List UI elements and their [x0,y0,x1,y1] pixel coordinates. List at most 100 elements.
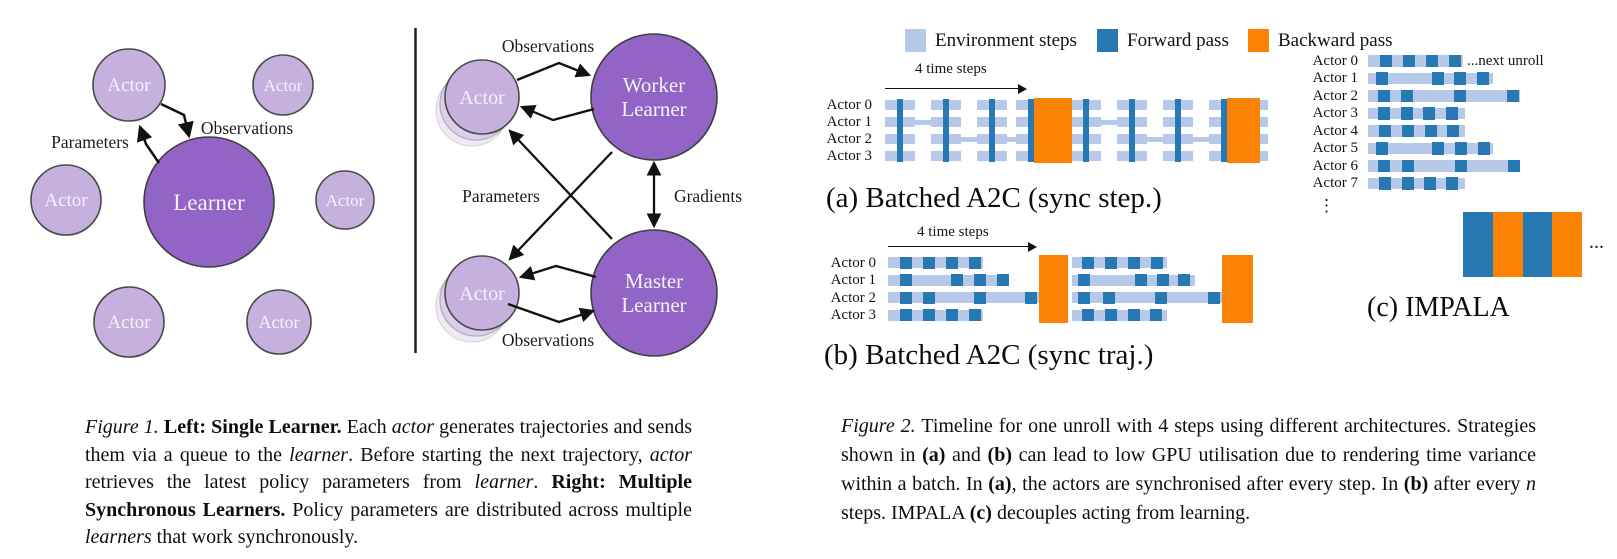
actor-row-label: Actor 2 [1312,87,1358,104]
forward-pass-block [1454,72,1466,85]
next-unroll-label: ...next unroll [1467,53,1544,69]
backward-pass-block [1222,255,1253,323]
env-step-block [1368,107,1465,119]
forward-pass-block [1447,124,1459,137]
forward-pass-block [1477,72,1489,85]
sync-forward-bar [1175,99,1181,162]
actor-row-label: Actor 3 [826,148,872,164]
observations-arrow [516,61,592,82]
forward-pass-block [1402,124,1414,137]
panel-c-caption: (c) IMPALA [1367,292,1510,323]
master-learner-label: Learner [621,293,686,317]
legend-label: Backward pass [1278,30,1393,51]
env-step-block [1368,90,1520,102]
forward-pass-block [1155,291,1167,304]
forward-pass-block [1401,107,1413,120]
caption-segment: Right: Multiple Synchronous Learners. [85,471,692,521]
env-step-block [1260,100,1268,110]
forward-pass-block [1432,142,1444,155]
caption-segment: retrieves the latest policy parameters f… [85,471,475,494]
env-step-block [1368,142,1493,154]
actor-row-label: Actor 1 [830,272,876,288]
forward-pass-block [1507,89,1519,102]
actor-row-label: Actor 4 [1312,122,1358,139]
actor-node-label: Actor [264,76,303,95]
forward-pass-block [1426,54,1438,67]
env-step-block [888,309,983,321]
actor-node-label: Actor [459,87,505,109]
forward-pass-block [900,256,912,269]
forward-pass-block [1157,274,1169,286]
forward-pass-block [1378,89,1390,102]
env-step-block [888,274,1009,286]
caption-segment: learner [289,443,349,466]
legend-swatch-backward [1248,29,1269,52]
forward-pass-block [1105,256,1117,269]
actor-row-label: Actor 3 [1312,105,1358,122]
actor-row-label: Actor 2 [826,131,872,147]
forward-pass-block [1432,72,1444,85]
sync-forward-bar [1221,99,1227,162]
caption-segment: and [945,444,988,466]
env-step-block [1368,177,1465,189]
env-step-block [1072,274,1195,286]
caption-segment: can lead to low GPU utilisation due to r… [841,444,1536,495]
caption-segment: generates trajectories and sends them vi… [85,416,692,466]
time-steps-arrow-head [1018,83,1027,94]
forward-pass-block [1379,124,1391,137]
forward-pass-block [900,291,912,304]
parameters-label: Parameters [462,186,540,206]
forward-pass-block [969,256,981,269]
sync-forward-bar [943,99,949,162]
worker-learner-node [590,33,718,161]
caption-segment: (a) [922,444,946,466]
forward-pass-block [1103,291,1115,304]
figure1-diagram: Actor Actor Actor Actor Actor Actor Lear… [30,28,742,358]
learner-strip-ellipsis: ... [1589,230,1604,253]
env-step-block [1260,151,1268,161]
forward-pass-block [1151,256,1163,269]
actor-row-label: Actor 2 [830,289,876,306]
env-step-block [1260,134,1268,144]
env-step-block [1368,72,1493,84]
actor-row-label: Actor 0 [826,97,872,113]
forward-pass-block [1380,54,1392,67]
caption-segment: n [1526,473,1536,495]
learner-forward-stripe [1522,212,1553,277]
env-step-block [1368,55,1463,67]
gradients-label: Gradients [674,186,742,206]
sync-forward-bar [1129,99,1135,162]
panel-a-caption: (a) Batched A2C (sync step.) [826,182,1162,214]
caption-segment: learner [474,471,534,494]
forward-pass-block [1446,177,1458,190]
forward-pass-block [1449,54,1461,67]
actor-row-label: Actor 6 [1312,157,1358,174]
forward-pass-block [1455,159,1467,172]
forward-pass-block [946,256,958,269]
actor-node [444,255,520,331]
forward-pass-block [1401,89,1413,102]
actor-row-label: Actor 0 [830,254,876,271]
master-learner-label: Master [625,269,683,293]
forward-pass-block [1128,256,1140,269]
forward-pass-block [1446,107,1458,120]
env-step-block [1072,257,1167,268]
actor-row-label: Actor 5 [1312,140,1358,157]
actor-row-label: Actor 0 [1312,52,1358,69]
time-steps-label: 4 time steps [917,224,989,240]
caption-segment: . [533,471,552,494]
actor-node [315,170,375,230]
forward-pass-block [1082,309,1094,321]
forward-pass-block [1128,309,1140,321]
forward-pass-block [923,256,935,269]
master-to-actor-arrow [518,264,597,281]
sync-forward-bar [1083,99,1089,162]
caption-segment: actor [391,416,434,438]
actor-row-label: Actor 3 [830,307,876,323]
forward-pass-block [1424,177,1436,190]
forward-pass-block [923,309,935,321]
learner-node [143,136,275,268]
forward-pass-block [900,309,912,321]
caption-segment: Figure 2. [841,415,916,437]
